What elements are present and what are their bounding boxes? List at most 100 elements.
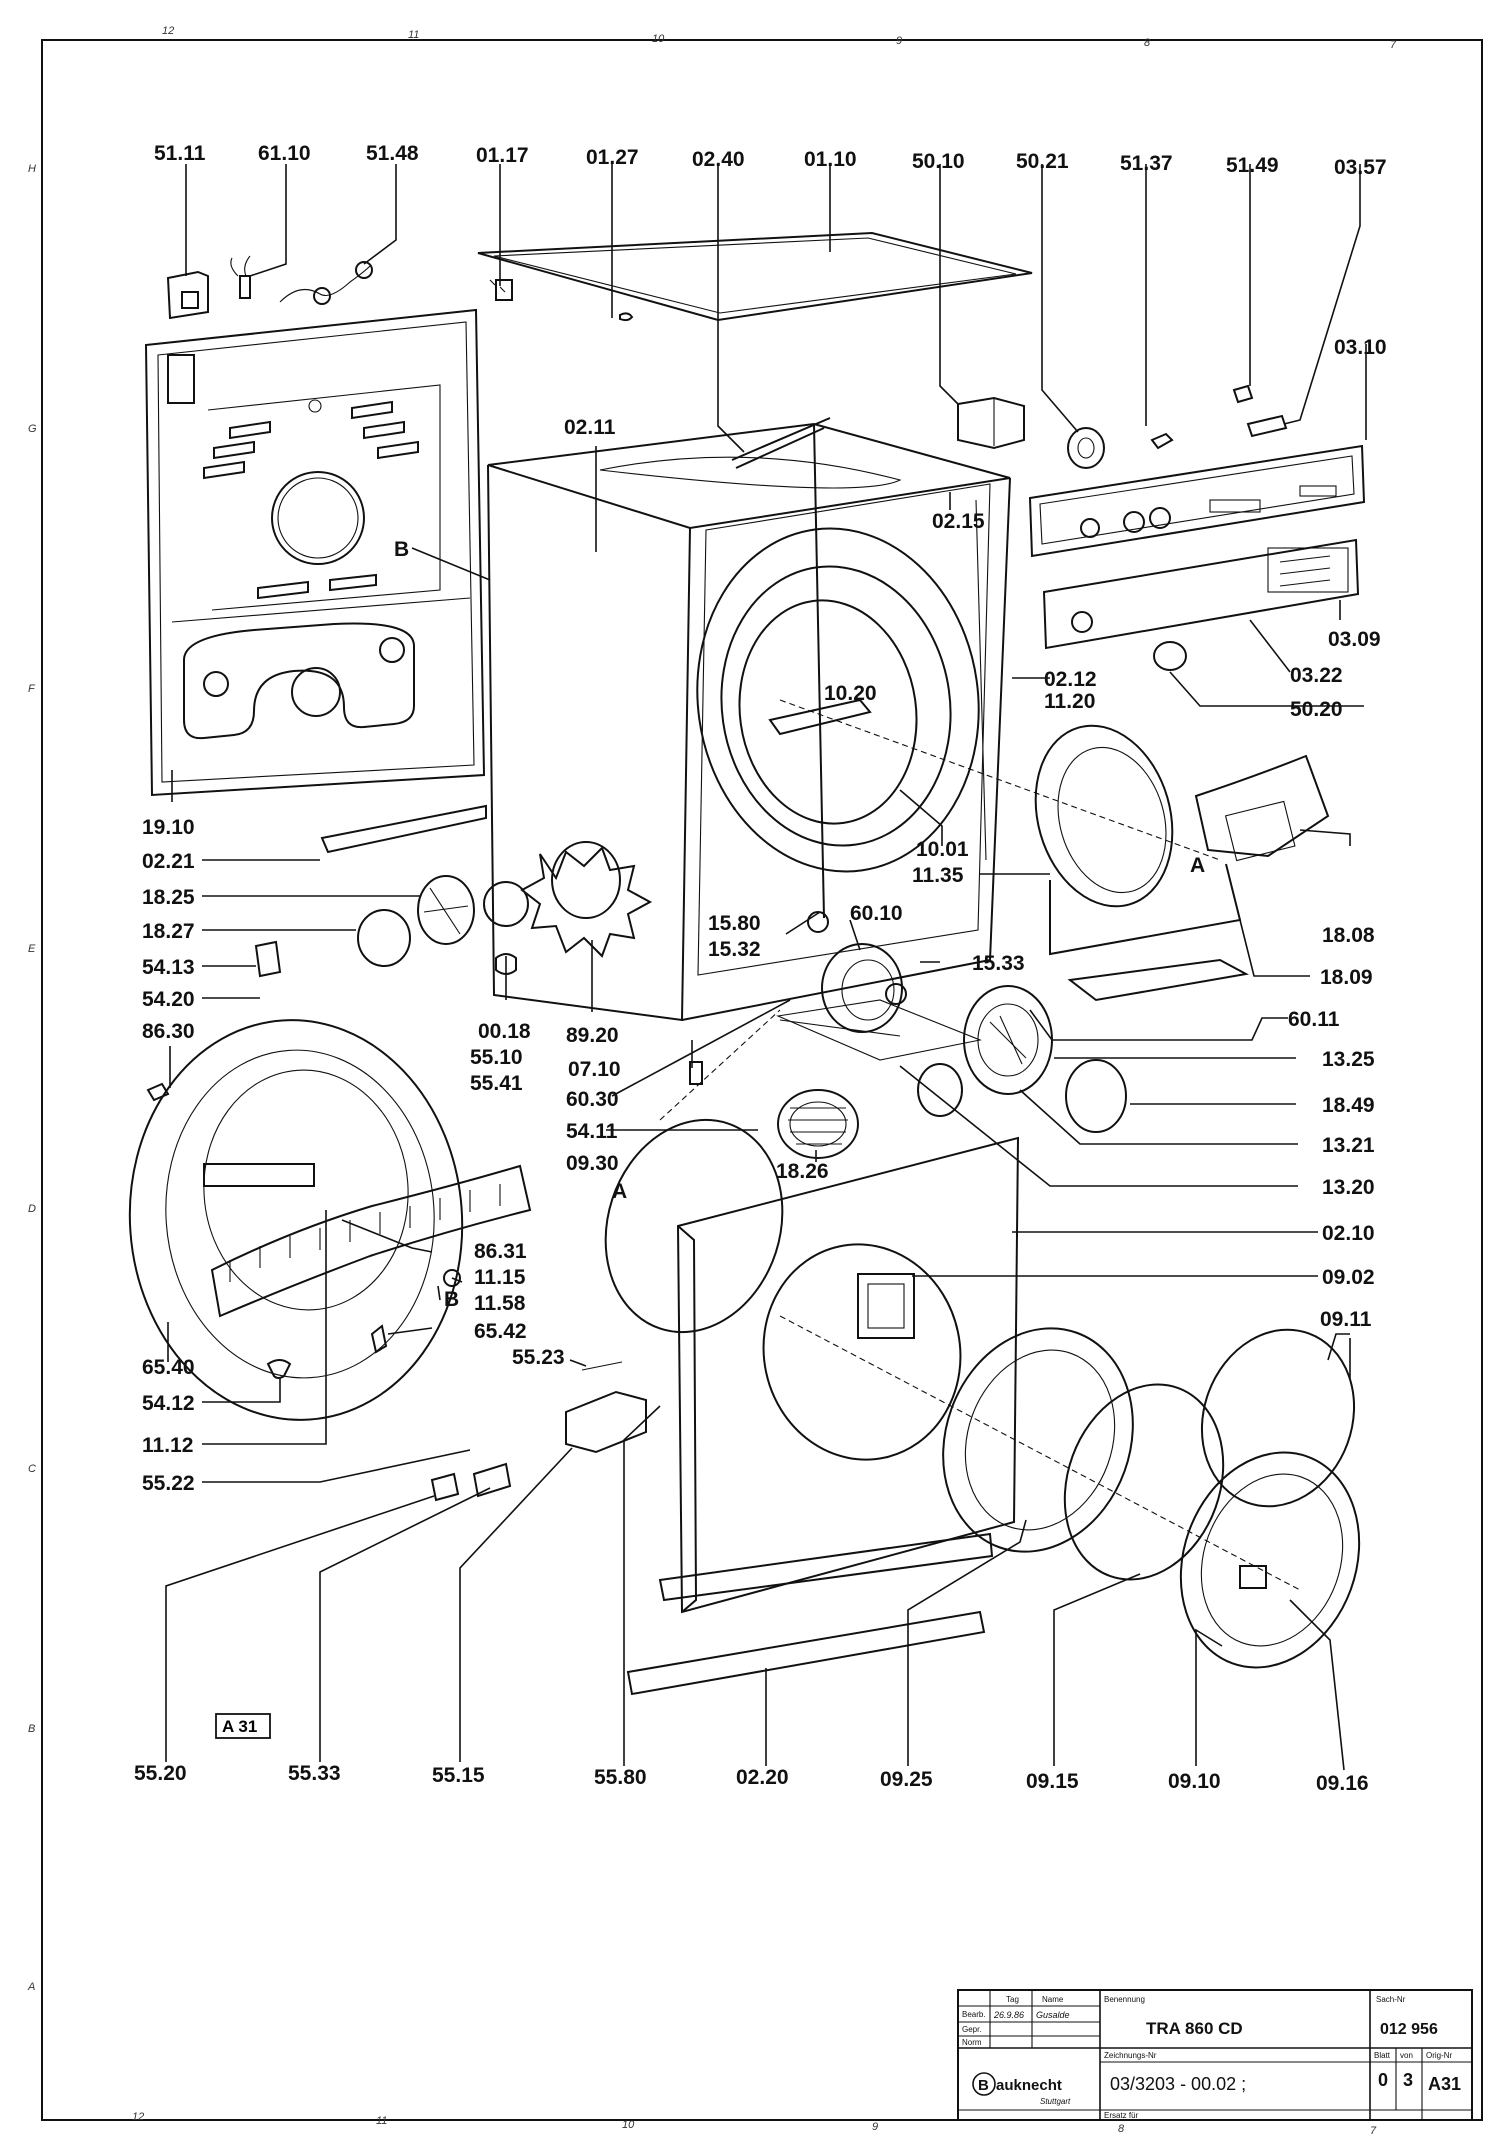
part-label-02-20: 02.20 [736, 1766, 789, 1789]
part-label-09-25: 09.25 [880, 1768, 933, 1791]
part-label-11-12: 11.12 [142, 1434, 193, 1457]
part-label-51-48: 51.48 [366, 142, 419, 165]
part-label-03-09: 03.09 [1328, 628, 1381, 651]
part-label-03-22: 03.22 [1290, 664, 1343, 687]
tb-drawing-no: 03/3203 - 00.02 ; [1110, 2074, 1246, 2094]
part-label-00-18: 00.18 [478, 1020, 531, 1043]
part-label-13-25: 13.25 [1322, 1048, 1375, 1071]
tb-header-sach: Sach-Nr [1376, 1995, 1406, 2004]
tb-header-benennung: Benennung [1104, 1995, 1145, 2004]
part-label-11-15: 11.15 [474, 1266, 526, 1289]
part-label-02-10: 02.10 [1322, 1222, 1375, 1245]
part-label-02-11: 02.11 [564, 416, 616, 439]
front-panel-drawing [658, 1136, 1020, 1614]
switch-51-11-drawing [166, 270, 209, 320]
part-label-A: A [1190, 854, 1205, 877]
part-label-01-27: 01.27 [586, 146, 639, 169]
tb-model: TRA 860 CD [1146, 2019, 1243, 2038]
grid-ref: F [28, 683, 36, 695]
bauknecht-brand-sub: Stuttgart [1040, 2097, 1071, 2106]
part-label-18-08: 18.08 [1322, 924, 1375, 947]
tb-header-bearb: Bearb. [962, 2010, 986, 2019]
grid-ref: 11 [408, 29, 419, 41]
clip-86-30-drawing [146, 1082, 170, 1102]
part-label-55-22: 55.22 [142, 1472, 195, 1495]
part-label-54-20: 54.20 [142, 988, 195, 1011]
clip-01-27-drawing [619, 312, 634, 322]
grid-ref: C [28, 1463, 36, 1475]
part-label-11-35: 11.35 [912, 864, 964, 887]
part-label-55-41: 55.41 [470, 1072, 523, 1095]
part-label-B: B [394, 538, 409, 561]
grid-ref: 9 [896, 35, 902, 47]
part-label-B-lower: B [444, 1288, 459, 1311]
part-label-50-20: 50.20 [1290, 698, 1343, 721]
tb-von: 3 [1403, 2070, 1413, 2090]
part-label-86-30: 86.30 [142, 1020, 195, 1043]
part-label-60-30: 60.30 [566, 1088, 619, 1111]
hose-18-26-drawing [777, 1089, 859, 1159]
motor-60-10-drawing [776, 911, 982, 1061]
part-label-15-33: 15.33 [972, 952, 1025, 975]
part-label-50-10: 50.10 [912, 150, 965, 173]
part-label-10-01: 10.01 [916, 838, 969, 861]
part-label-09-30: 09.30 [566, 1152, 619, 1175]
bracket-03-57-drawing [1246, 414, 1288, 438]
part-label-A-lower: A [612, 1180, 627, 1203]
part-label-15-80: 15.80 [708, 912, 761, 935]
grid-refs-bottom: 12 11 10 9 8 7 [132, 2111, 1377, 2137]
clip-65-42-drawing [370, 1324, 388, 1354]
grid-ref: 9 [872, 2121, 878, 2133]
tb-sach-nr: 012 956 [1380, 2021, 1438, 2038]
grid-ref: 12 [162, 25, 174, 37]
ring-cabinet-drawing [483, 881, 529, 927]
part-label-54-11: 54.11 [566, 1120, 618, 1143]
tb-header-von: von [1400, 2051, 1413, 2060]
plinth-02-21-drawing [320, 804, 487, 854]
grid-ref: 10 [622, 2119, 635, 2131]
part-label-01-17: 01.17 [476, 144, 529, 167]
fan-18-25-drawing [417, 875, 475, 945]
tb-header-zeichnungs: Zeichnungs-Nr [1104, 2051, 1157, 2060]
knob-50-21-drawing [1067, 427, 1105, 469]
part-label-03-57: 03.57 [1334, 156, 1387, 179]
ring-09-11-drawing [1200, 1328, 1356, 1508]
bracket-54-13-drawing [254, 940, 282, 978]
switch-55-33-drawing [472, 1462, 512, 1498]
lamp-51-49-drawing [1232, 384, 1254, 404]
part-label-18-26: 18.26 [776, 1160, 829, 1183]
part-label-51-37: 51.37 [1120, 152, 1173, 175]
part-label-18-49: 18.49 [1322, 1094, 1375, 1117]
seal-89-20-drawing [520, 841, 653, 958]
part-label-18-27: 18.27 [142, 920, 195, 943]
washer-11-15-drawing [443, 1269, 461, 1287]
top-cover-drawing [477, 231, 1033, 322]
part-label-09-16: 09.16 [1316, 1772, 1369, 1795]
lock-55-15-drawing [565, 1390, 647, 1454]
grid-ref: 8 [1118, 2123, 1125, 2135]
foot-00-18-drawing [495, 953, 517, 975]
grid-ref: B [28, 1723, 35, 1735]
grid-ref: G [28, 423, 37, 435]
grid-ref: E [28, 943, 36, 955]
part-label-60-10: 60.10 [850, 902, 903, 925]
part-label-13-21: 13.21 [1322, 1134, 1375, 1157]
cap-18-27-drawing [357, 909, 411, 967]
part-label-60-11: 60.11 [1288, 1008, 1340, 1031]
part-label-55-15: 55.15 [432, 1764, 485, 1787]
part-label-18-09: 18.09 [1320, 966, 1373, 989]
part-label-65-42: 65.42 [474, 1320, 527, 1343]
part-label-50-21: 50.21 [1016, 150, 1069, 173]
door-glass-09-15-drawing [1063, 1383, 1225, 1581]
tb-header-tag: Tag [1006, 1995, 1019, 2004]
part-label-55-10: 55.10 [470, 1046, 523, 1069]
part-label-55-80: 55.80 [594, 1766, 647, 1789]
bracket-01-17-drawing [495, 279, 513, 301]
switch-55-20-drawing [430, 1472, 460, 1502]
part-label-11-58: 11.58 [474, 1292, 526, 1315]
tb-header-orig: Orig-Nr [1426, 2051, 1453, 2060]
grid-refs-top: 12 11 10 9 8 7 [162, 25, 1397, 51]
switch-50-10-drawing [957, 396, 1025, 450]
grid-ref: 7 [1390, 39, 1397, 51]
